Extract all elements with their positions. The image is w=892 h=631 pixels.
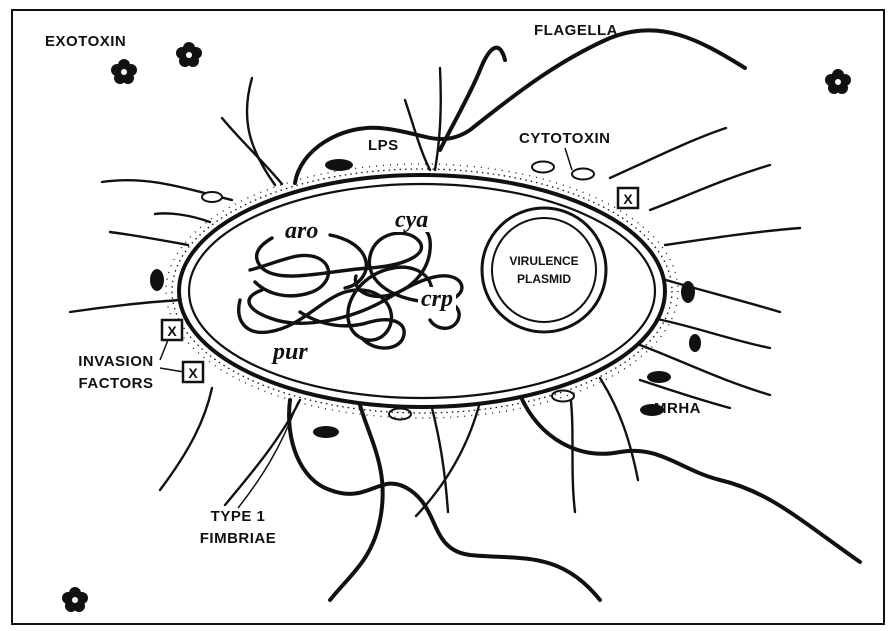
exotoxin-icon	[62, 587, 88, 612]
blob	[150, 269, 164, 291]
lps-blob	[325, 159, 353, 171]
fimbria	[160, 388, 212, 490]
fimbria	[110, 232, 188, 245]
virulence-plasmid-line1: VIRULENCE	[494, 252, 594, 270]
type1-fimbriae-line2: FIMBRIAE	[188, 528, 288, 550]
fimbria	[155, 213, 210, 222]
virulence-plasmid-label: VIRULENCE PLASMID	[494, 252, 594, 288]
flagella-label: FLAGELLA	[534, 22, 618, 39]
fimbria	[222, 118, 282, 184]
fimbria	[610, 128, 726, 178]
gene-aro-label: aro	[282, 219, 321, 243]
x-box-icon: X	[162, 320, 182, 340]
type1-fimbriae-line1: TYPE 1	[188, 506, 288, 528]
exotoxin-icon	[825, 69, 851, 94]
surface-oval	[532, 162, 554, 173]
type1-fimbriae-label: TYPE 1 FIMBRIAE	[188, 506, 288, 550]
surface-oval	[552, 391, 574, 402]
invasion-factors-line2: FACTORS	[60, 373, 172, 395]
flagellum	[295, 30, 745, 183]
blob	[313, 426, 339, 438]
fimbria	[665, 228, 800, 245]
surface-oval	[389, 409, 411, 420]
surface-oval	[572, 169, 594, 180]
mrha-blob	[647, 371, 671, 383]
fimbria	[652, 318, 770, 348]
exotoxin-label: EXOTOXIN	[45, 33, 126, 50]
fimbria	[70, 300, 180, 312]
fimbria	[650, 165, 770, 210]
fimbria	[435, 68, 441, 170]
surface-oval	[202, 192, 222, 202]
fimbria	[570, 392, 575, 512]
x-mark-label: X	[188, 365, 198, 381]
lps-label: LPS	[368, 137, 399, 154]
gene-cya-label: cya	[392, 208, 431, 232]
x-mark-label: X	[167, 323, 177, 339]
fimbria	[247, 78, 275, 185]
virulence-plasmid-line2: PLASMID	[494, 270, 594, 288]
blob	[681, 281, 695, 303]
exotoxin-icon	[111, 59, 137, 84]
x-mark-label: X	[623, 191, 633, 207]
invasion-factors-line1: INVASION	[60, 351, 172, 373]
fimbria	[600, 378, 638, 480]
gene-pur-label: pur	[270, 340, 311, 364]
exotoxin-icon	[176, 42, 202, 67]
cytotoxin-label: CYTOTOXIN	[519, 130, 610, 147]
x-box-icon: X	[183, 362, 203, 382]
gene-crp-label: crp	[418, 287, 456, 311]
flagellum	[440, 48, 505, 150]
x-box-icon: X	[618, 188, 638, 208]
mrha-label: MRHA	[654, 400, 701, 417]
invasion-factors-label: INVASION FACTORS	[60, 351, 172, 395]
blob	[689, 334, 701, 352]
cytotoxin-leader	[565, 148, 572, 170]
